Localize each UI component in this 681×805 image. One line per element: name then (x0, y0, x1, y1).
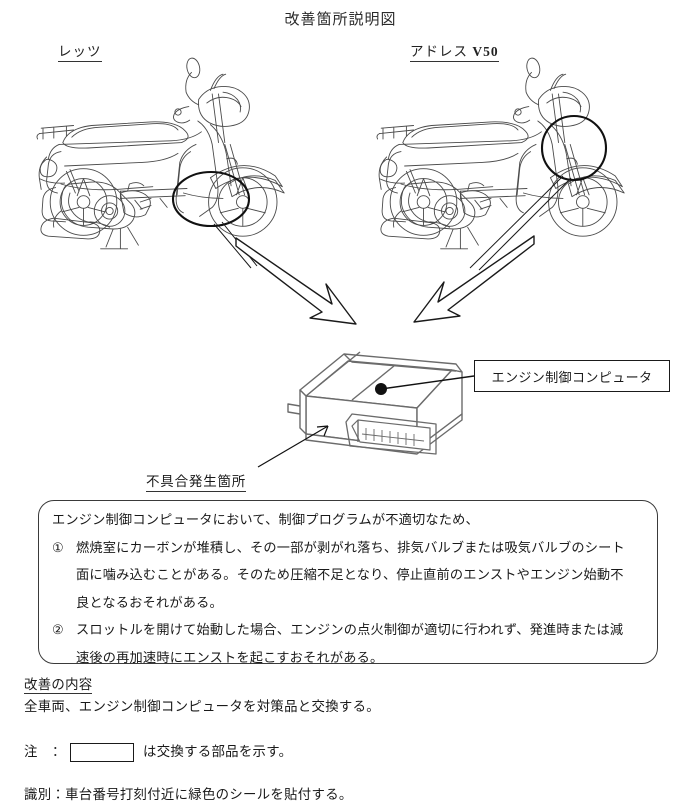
scooter-illustration-lets (36, 56, 285, 250)
highlight-ellipse-lets (171, 170, 251, 228)
description-item-2-line-1: スロットルを開けて始動した場合、エンジンの点火制御が適切に行われず、発進時または… (76, 622, 624, 637)
vehicle-label-lets-text: レッツ (58, 44, 102, 59)
description-item-1: ① 燃焼室にカーボンが堆積し、その一部が剥がれ落ち、排気バルブまたは吸気バルブの… (52, 534, 650, 617)
arrow-from-lets (235, 237, 357, 325)
description-item-1-line-3: 良となるおそれがある。 (76, 594, 223, 610)
description-item-1-line-2: 面に噛み込むことがある。そのため圧縮不足となり、停止直前のエンストやエンジン始動… (76, 567, 624, 582)
highlight-leader-lines (213, 175, 572, 271)
ecu-illustration (287, 351, 463, 455)
description-item-2-marker: ② (52, 622, 65, 637)
ecu-callout-box: エンジン制御コンピュータ (474, 360, 670, 392)
scooter-illustration-address (376, 56, 625, 250)
description-item-2-line-2: 速後の再加速時にエンストを起こすおそれがある。 (76, 649, 384, 665)
description-box (38, 500, 658, 664)
highlight-circle-address (540, 114, 608, 182)
note-text: は交換する部品を示す。 (143, 744, 293, 760)
note-key: 注 (24, 744, 38, 760)
vehicle-label-lets: レッツ (58, 44, 102, 62)
bottom-section: 改善の内容 全車両、エンジン制御コンピュータを対策品と交換する。 注 ： は交換… (24, 676, 664, 805)
description-intro: エンジン制御コンピュータにおいて、制御プログラムが不適切なため、 (52, 512, 479, 527)
improvement-heading: 改善の内容 (24, 676, 93, 695)
vehicle-label-address-v50: アドレス V50 (410, 44, 499, 62)
note-colon: ： (52, 744, 66, 760)
fault-location-label: 不具合発生箇所 (146, 470, 247, 492)
vehicle-label-address-text: アドレス (410, 44, 473, 59)
description-item-1-body: 燃焼室にカーボンが堆積し、その一部が剥がれ落ち、排気バルブまたは吸気バルブのシー… (76, 534, 650, 617)
page-title: 改善箇所説明図 (284, 12, 397, 28)
description-item-2-body: スロットルを開けて始動した場合、エンジンの点火制御が適切に行われず、発進時または… (76, 616, 650, 671)
ecu-callout-label: エンジン制御コンピュータ (491, 369, 653, 385)
note-row: 注 ： は交換する部品を示す。 (24, 743, 664, 763)
description-content: エンジン制御コンピュータにおいて、制御プログラムが不適切なため、 ① 燃焼室にカ… (52, 506, 650, 671)
description-item-2: ② スロットルを開けて始動した場合、エンジンの点火制御が適切に行われず、発進時ま… (52, 616, 650, 671)
ecu-callout-dot (375, 383, 387, 395)
description-item-1-marker: ① (52, 539, 65, 555)
fault-location-leader (257, 425, 329, 468)
ecu-callout-leader (380, 375, 475, 390)
improvement-body: 全車両、エンジン制御コンピュータを対策品と交換する。 (24, 699, 380, 715)
description-item-1-line-1: 燃焼室にカーボンが堆積し、その一部が剥がれ落ち、排気バルブまたは吸気バルブのシー… (76, 539, 625, 555)
vehicle-label-address-model: V50 (472, 44, 499, 59)
arrow-from-address (413, 235, 535, 323)
replacement-part-swatch (70, 743, 134, 763)
identification-row: 識別：車台番号打刻付近に緑色のシールを貼付する。 (24, 787, 353, 803)
